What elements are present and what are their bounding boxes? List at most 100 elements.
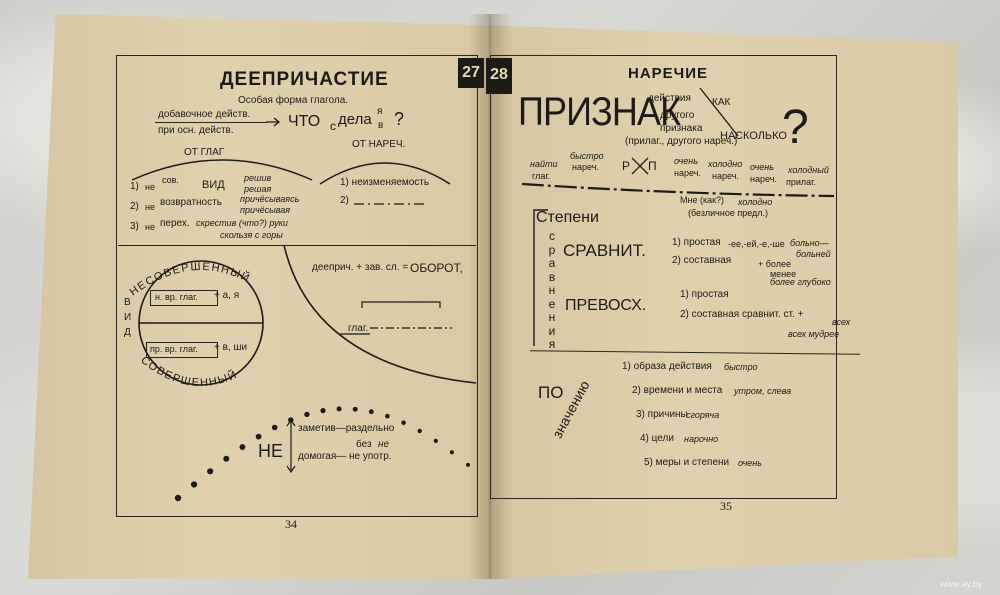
example-bystro: быстро	[570, 151, 604, 161]
mne-holodno: холодно	[738, 197, 773, 207]
from-verb-label: ОТ ГЛАГ	[184, 147, 225, 158]
bezlich: (безличное предл.)	[688, 208, 769, 218]
dotted-curve-dot	[401, 420, 406, 425]
dotted-curve-dot	[320, 408, 326, 414]
ne-word: НЕ	[258, 441, 284, 461]
meaning-3-ex: сгоряча	[686, 410, 720, 420]
dotted-curve-dot	[255, 433, 262, 440]
right-page-number: 35	[720, 499, 732, 513]
simple-suffix: -ее,-ей,-е,-ше	[728, 239, 785, 249]
strike-cross-icon	[631, 157, 649, 175]
simple-comparative: 1) простая	[672, 237, 721, 248]
sravneniya-letter: и	[548, 323, 556, 338]
left-section-divider	[118, 245, 476, 247]
example-ochen-1: очень	[674, 156, 698, 166]
ne-ne: не	[378, 439, 390, 450]
present-suffix: + а, я	[214, 290, 240, 301]
question-word: ЧТО	[288, 113, 321, 130]
po-label: ПО	[538, 383, 564, 402]
meaning-2-ex: утром, слева	[734, 386, 792, 396]
ne-bez: без	[356, 439, 372, 450]
curved-divider	[283, 244, 477, 384]
priznak-word: ПРИЗНАК	[518, 90, 681, 134]
vid-letter-d: Д	[124, 327, 131, 338]
row1-ne: не	[145, 182, 155, 192]
meaning-5-ex: очень	[738, 458, 762, 468]
sravneniya-letter: р	[548, 242, 556, 257]
dotted-curve-dot	[304, 411, 310, 418]
aspect-circle	[138, 260, 264, 386]
question-mark: ?	[394, 109, 405, 129]
row1-sov: сов.	[162, 175, 179, 185]
kak-text: КАК	[712, 97, 731, 108]
example-narech-3: нареч.	[712, 171, 739, 181]
row3-number: 3)	[130, 221, 139, 232]
example-narech-4: нареч.	[750, 174, 777, 184]
oborot-rule: дееприч. + зав. сл. =	[312, 262, 409, 273]
present-rule: н. вр. глаг.	[155, 292, 198, 302]
dotted-curve-dot	[223, 455, 230, 462]
prevosh-label: ПРЕВОСХ.	[565, 297, 647, 314]
example-najti: найти	[530, 159, 558, 169]
ne-row-2: домогая— не употр.	[298, 451, 392, 462]
row1-example-2: решая	[244, 184, 272, 194]
oborot-word: ОБОРОТ,	[410, 261, 463, 275]
row1-number: 1)	[130, 181, 139, 192]
example-p: П	[648, 159, 657, 173]
question-stem: дела	[338, 111, 372, 128]
page-badge-27: 27	[458, 58, 484, 88]
dotted-curve-dot	[449, 450, 454, 455]
degrees-bracket	[533, 209, 548, 346]
drugogo-text: другого	[660, 110, 695, 121]
right-diagram-frame	[490, 55, 837, 499]
sravnit-label: СРАВНИТ.	[563, 241, 646, 260]
watermark: www.ay.by	[940, 579, 983, 589]
row3-ne: не	[145, 222, 155, 232]
past-suffix: + в, ши	[214, 342, 248, 353]
superlative-vseh: всех	[832, 317, 851, 327]
row2-ne: не	[145, 202, 155, 212]
prilag-text: (прилаг., другого нареч.)	[625, 136, 738, 147]
row3-example-1: скрестив (что?) руки	[196, 218, 288, 228]
vid-letter-v: В	[124, 297, 131, 308]
big-question-mark: ?	[782, 101, 809, 154]
dotted-curve-dot	[385, 413, 390, 419]
row2-example-1: причёсываясь	[240, 194, 300, 204]
row2-number: 2)	[130, 201, 139, 212]
priznaka-text: признака	[660, 123, 703, 134]
stepeni-label: Степени	[536, 209, 599, 226]
dotted-curve	[174, 406, 470, 502]
compound-comparative: 2) составная	[672, 255, 732, 266]
row3-example-2: скользя с горы	[220, 230, 283, 240]
additional-action-text: добавочное действ.	[158, 109, 251, 120]
meaning-4-ex: нарочно	[684, 434, 719, 444]
compound-menee: менее	[770, 269, 797, 279]
right-arc-from-adverb	[319, 162, 451, 185]
simple-ex-2: больней	[796, 249, 831, 259]
compound-ex: более глубоко	[770, 277, 831, 287]
kak-slash	[699, 87, 739, 137]
dotted-curve-dot	[190, 481, 198, 488]
open-book	[28, 14, 958, 584]
dotted-curve-dot	[466, 462, 470, 467]
dotted-curve-dot	[433, 438, 438, 444]
fraction-line	[155, 122, 267, 124]
dotted-curve-dot	[336, 406, 342, 412]
row1-example-1: решив	[244, 173, 272, 183]
right-title: НАРЕЧИЕ	[628, 65, 709, 82]
example-holodnyj: холодный	[788, 165, 829, 175]
dotted-curve-dot	[207, 468, 214, 475]
sravneniya-letter: в	[548, 269, 556, 284]
page-badge-28: 28	[486, 58, 512, 94]
scheme-dash-line	[354, 203, 424, 205]
left-title: ДЕЕПРИЧАСТИЕ	[220, 69, 389, 90]
row3-text: перех.	[160, 218, 190, 229]
dotted-curve-dot	[352, 406, 358, 412]
example-prilag: прилаг.	[786, 177, 816, 187]
meaning-4: 4) цели	[640, 433, 674, 444]
compound-superlative: 2) составная сравнит. ст. +	[680, 309, 804, 320]
sov-arc-text: СОВЕРШЕННЫЙ	[138, 354, 238, 389]
main-action-text: при осн. действ.	[158, 125, 234, 136]
left-subtitle: Особая форма глагола.	[238, 95, 349, 106]
